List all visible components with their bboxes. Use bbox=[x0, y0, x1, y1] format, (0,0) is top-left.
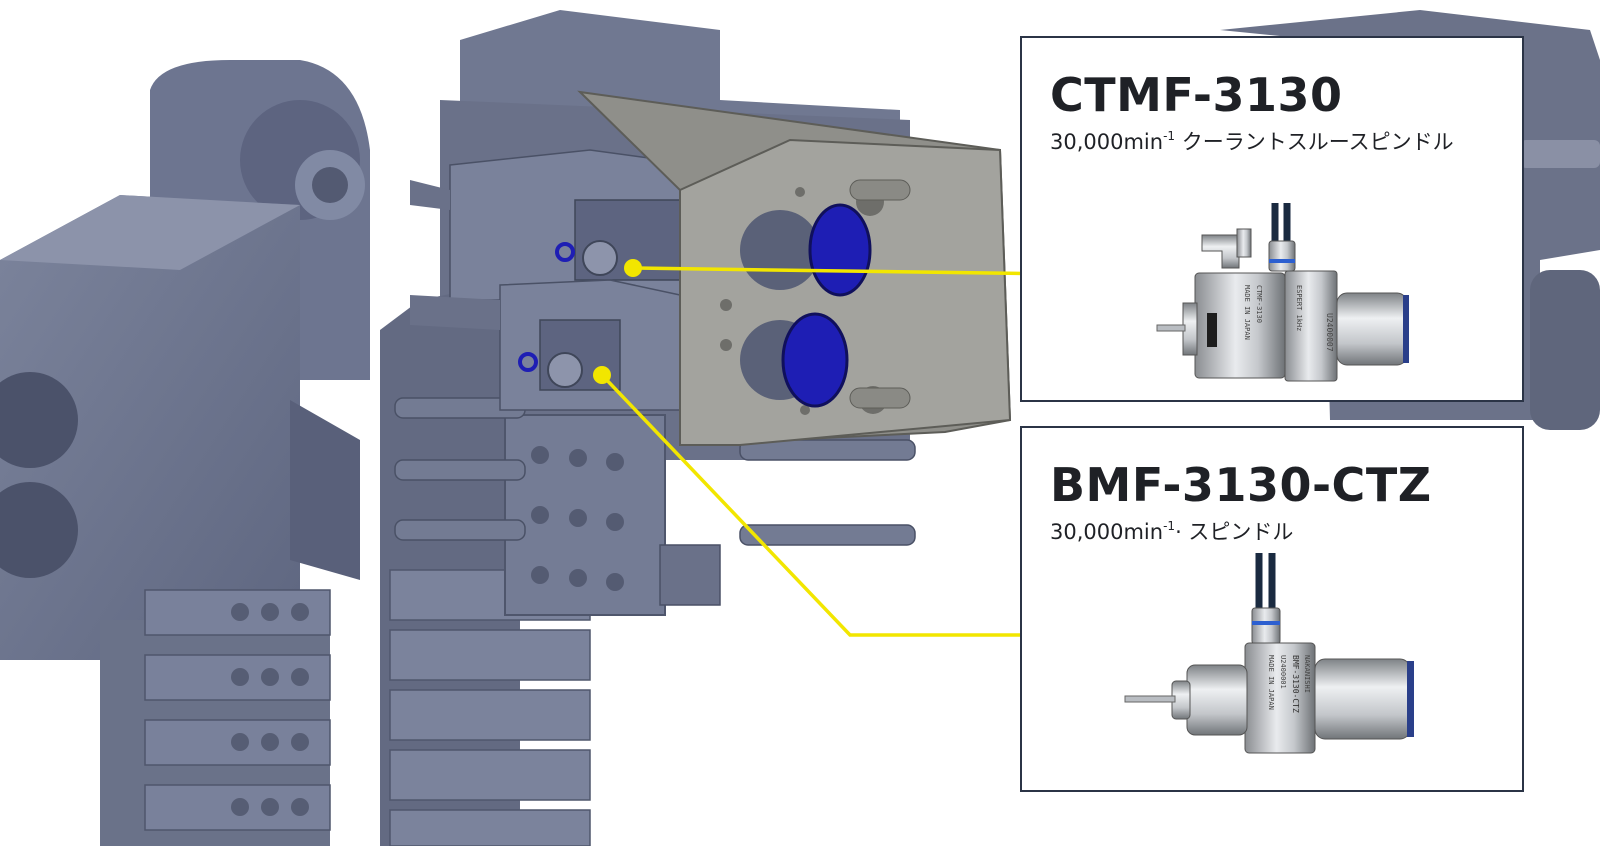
left-tool-holder-column bbox=[0, 60, 370, 846]
model-name-ctmf: CTMF-3130 bbox=[1050, 68, 1343, 122]
callout-box-ctmf-3130: CTMF-3130 30,000min-1 クーラントスルースピンドル U240… bbox=[1020, 36, 1524, 402]
model-name-bmf: BMF-3130-CTZ bbox=[1050, 458, 1432, 512]
center-clamp-stack bbox=[389, 569, 591, 846]
leader-dot-ctmf bbox=[624, 259, 642, 277]
bmf-engraving-3: MADE IN JAPAN bbox=[1267, 655, 1275, 710]
lower-mounting-block bbox=[504, 414, 666, 616]
callout-box-bmf-3130-ctz: BMF-3130-CTZ 30,000min-1· スピンドル NAKANISH… bbox=[1020, 426, 1524, 792]
bmf-engraving-1: BMF-3130-CTZ bbox=[1291, 655, 1300, 713]
spec-exponent-bmf: -1 bbox=[1163, 519, 1176, 533]
spec-speed-bmf: 30,000min bbox=[1050, 520, 1164, 544]
spec-line-ctmf: 30,000min-1 クーラントスルースピンドル bbox=[1050, 130, 1454, 153]
left-clamp-screws bbox=[231, 603, 309, 816]
bmf-engraving-2: U2400001 bbox=[1279, 655, 1287, 689]
spec-desc-bmf: · スピンドル bbox=[1175, 520, 1294, 544]
ctmf-engraving-3: MADE IN JAPAN bbox=[1243, 285, 1251, 340]
spec-desc-ctmf: クーラントスルースピンドル bbox=[1175, 130, 1454, 154]
ctmf-engraving-top: U2400007 bbox=[1325, 313, 1334, 352]
bmf-3130-ctz-spindle-photo: NAKANISHI BMF-3130-CTZ U2400001 MADE IN … bbox=[1124, 553, 1414, 754]
leader-dot-bmf bbox=[593, 366, 611, 384]
leader-line-ctmf bbox=[632, 266, 1059, 276]
leader-lines bbox=[593, 259, 1059, 637]
bmf-engraving-top: NAKANISHI bbox=[1303, 655, 1311, 693]
ctmf-3130-spindle-photo: U2400007 ESPERT 1kHz CTMF-3130 MADE IN J… bbox=[1156, 203, 1409, 382]
drill-tools bbox=[394, 397, 916, 606]
spec-line-bmf: 30,000min-1· スピンドル bbox=[1050, 520, 1293, 543]
spec-exponent-ctmf: -1 bbox=[1163, 129, 1176, 143]
ctmf-engraving-2: CTMF-3130 bbox=[1255, 285, 1263, 323]
spindle-housing-upper bbox=[410, 149, 701, 301]
ctmf-engraving-1: ESPERT 1kHz bbox=[1295, 285, 1303, 331]
leader-line-bmf bbox=[600, 373, 1052, 637]
spec-speed-ctmf: 30,000min bbox=[1050, 130, 1164, 154]
